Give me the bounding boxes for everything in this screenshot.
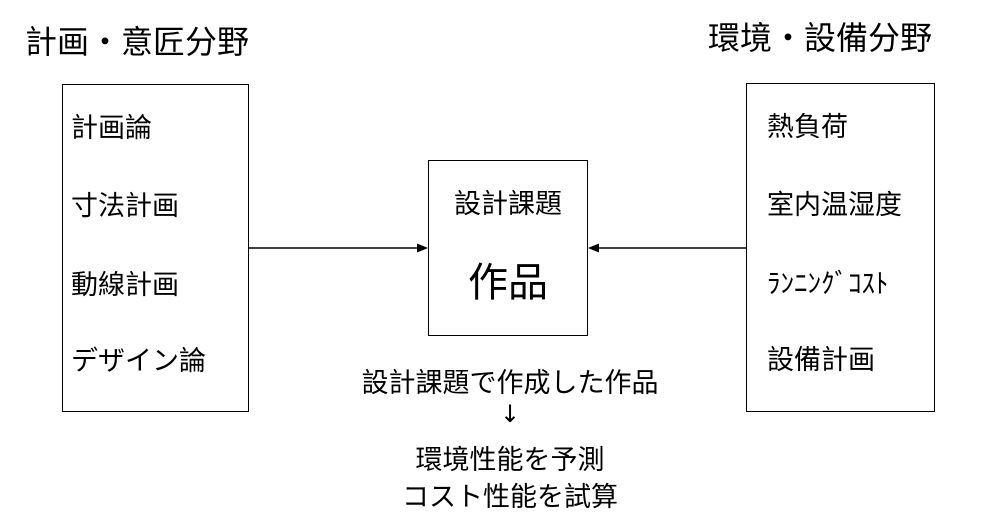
left-arrowhead xyxy=(417,243,428,253)
left-item-design-theory: デザイン論 xyxy=(71,346,206,377)
center-title: 設計課題 xyxy=(454,189,562,220)
planning-design-box: 計画論 寸法計画 動線計画 デザイン論 xyxy=(62,84,249,412)
left-item-dimension-planning: 寸法計画 xyxy=(71,191,179,222)
center-subtitle: 作品 xyxy=(468,260,548,306)
left-item-planning-theory: 計画論 xyxy=(71,113,152,144)
right-item-heat-load: 熱負荷 xyxy=(767,112,848,143)
left-item-circulation-planning: 動線計画 xyxy=(71,270,179,301)
right-arrowhead xyxy=(588,243,599,253)
caption-created-work: 設計課題で作成した作品 xyxy=(361,368,659,399)
caption-cost-performance: コスト性能を試算 xyxy=(402,482,618,513)
right-item-equipment-planning: 設備計画 xyxy=(767,345,875,376)
design-assignment-box: 設計課題 作品 xyxy=(428,160,588,336)
down-arrow-icon: ↓ xyxy=(499,400,521,428)
left-panel-heading: 計画・意匠分野 xyxy=(25,23,250,61)
caption-environment-performance: 環境性能を予測 xyxy=(415,445,605,476)
right-panel-heading: 環境・設備分野 xyxy=(708,19,933,57)
right-item-indoor-temp-humidity: 室内温湿度 xyxy=(767,190,902,221)
environment-equipment-box: 熱負荷 室内温湿度 ﾗﾝﾆﾝｸﾞｺｽﾄ 設備計画 xyxy=(746,83,935,412)
right-item-running-cost: ﾗﾝﾆﾝｸﾞｺｽﾄ xyxy=(767,269,889,300)
